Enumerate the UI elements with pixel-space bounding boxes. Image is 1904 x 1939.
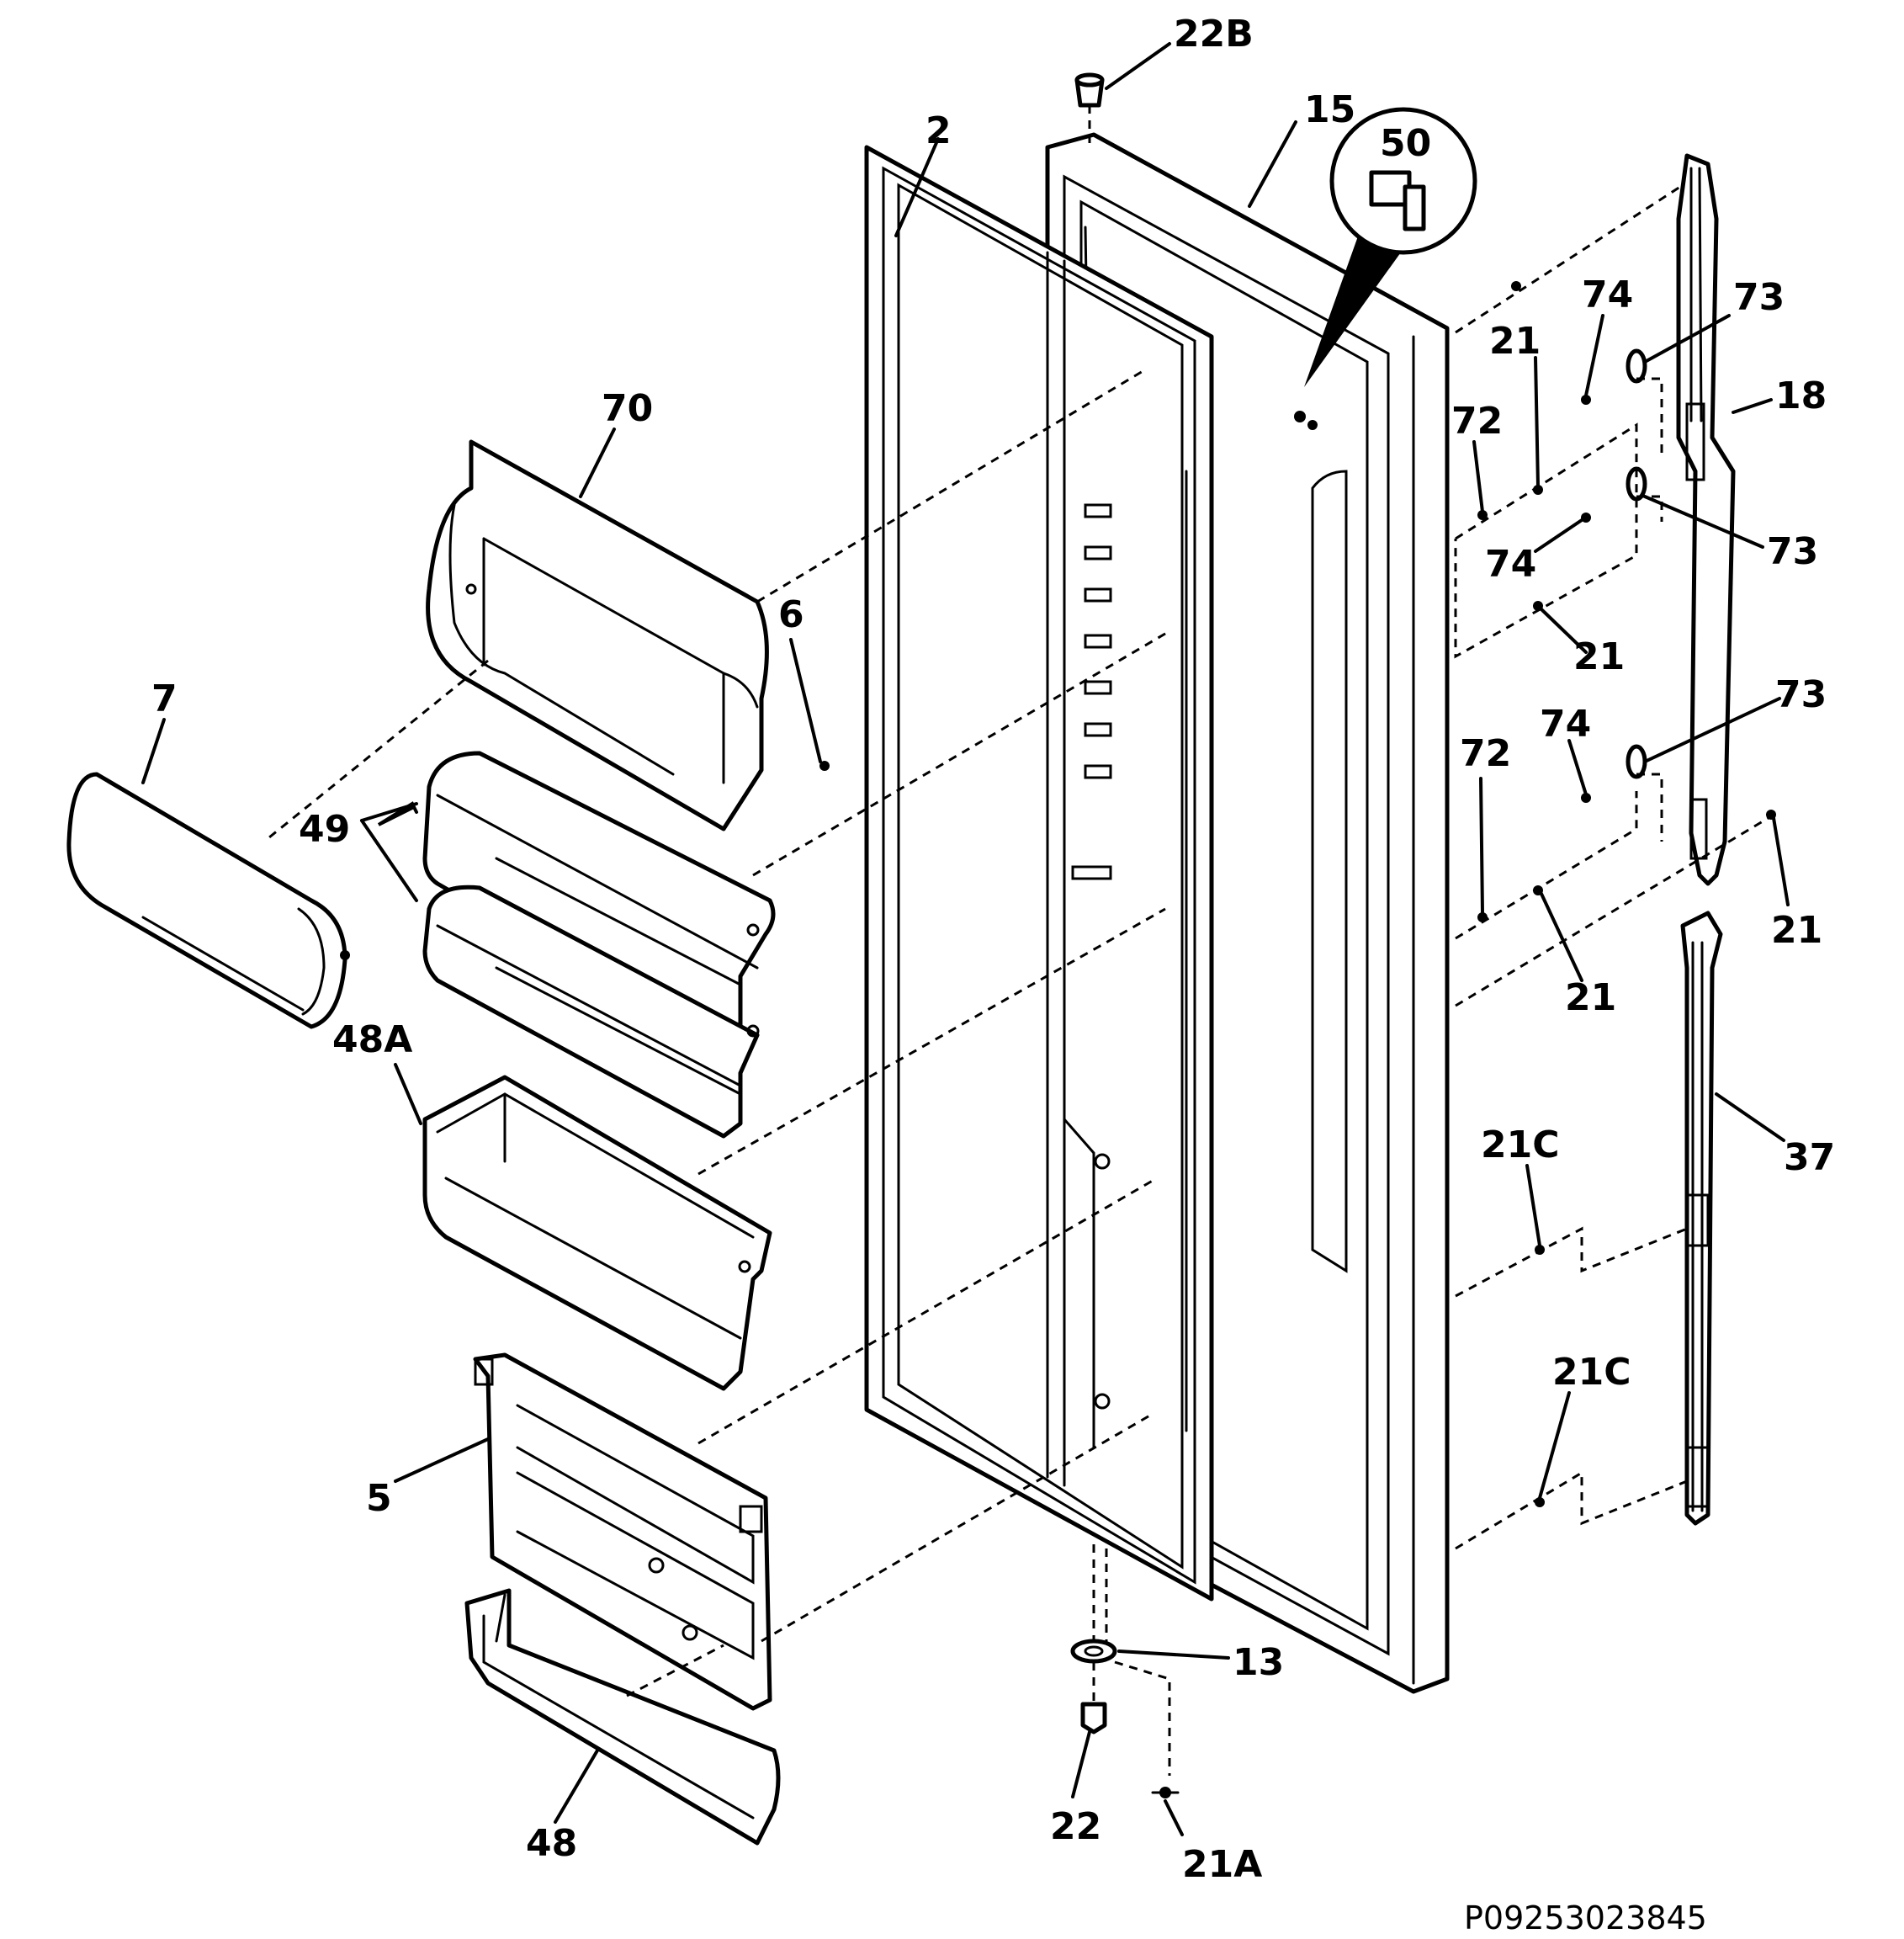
door-shelf-upper — [422, 751, 776, 1050]
label-72-low: 72 — [1460, 732, 1511, 775]
label-73-mid: 73 — [1767, 530, 1818, 573]
label-21-low: 21 — [1565, 976, 1616, 1019]
label-22B: 22B — [1174, 13, 1254, 56]
label-21-mid: 21 — [1573, 635, 1625, 678]
label-73-top: 73 — [1733, 276, 1785, 319]
label-72-top: 72 — [1451, 400, 1503, 443]
label-70: 70 — [602, 387, 653, 430]
detail-callout-50 — [1294, 107, 1477, 430]
label-21A: 21A — [1182, 1843, 1262, 1886]
label-21-top: 21 — [1489, 320, 1541, 363]
door-liner-gasket — [864, 145, 1214, 1602]
door-bin-48a — [422, 907, 1166, 1391]
door-shelf-lower — [422, 885, 760, 1139]
dairy-door-cover — [66, 772, 350, 1029]
label-5: 5 — [366, 1477, 392, 1520]
screw-points — [819, 281, 1776, 1507]
label-37: 37 — [1784, 1136, 1835, 1179]
dairy-compartment — [268, 369, 1145, 839]
label-50: 50 — [1380, 122, 1431, 165]
label-18: 18 — [1775, 375, 1827, 417]
part-labels: 22B 2 15 50 74 73 21 18 72 73 74 21 70 6… — [151, 13, 1835, 1936]
door-bin-48 — [464, 1588, 781, 1846]
hinge-bushings — [1626, 348, 1647, 779]
label-2: 2 — [925, 109, 952, 152]
lower-hinge-bar — [1455, 911, 1723, 1550]
top-cap-plug — [1074, 72, 1105, 143]
label-7: 7 — [151, 677, 178, 720]
label-49: 49 — [299, 808, 350, 851]
leader-lines — [141, 42, 1790, 1836]
label-73-low: 73 — [1775, 673, 1827, 716]
label-22: 22 — [1050, 1805, 1101, 1848]
label-21C-lower: 21C — [1552, 1351, 1631, 1394]
label-13: 13 — [1233, 1641, 1284, 1684]
label-15: 15 — [1304, 88, 1355, 131]
label-74-top: 74 — [1582, 274, 1633, 316]
label-74-low: 74 — [1540, 703, 1591, 746]
label-74-mid: 74 — [1485, 543, 1536, 586]
label-6: 6 — [778, 593, 804, 636]
label-21-right: 21 — [1771, 909, 1822, 952]
label-21C-upper: 21C — [1481, 1124, 1560, 1166]
door-module-frame — [473, 1177, 1158, 1711]
drawing-code: P09253023845 — [1464, 1899, 1707, 1936]
label-48: 48 — [526, 1822, 577, 1865]
label-48A: 48A — [332, 1018, 412, 1061]
shelf-clips — [1071, 503, 1112, 880]
bottom-hinge-hardware — [1070, 1544, 1180, 1798]
